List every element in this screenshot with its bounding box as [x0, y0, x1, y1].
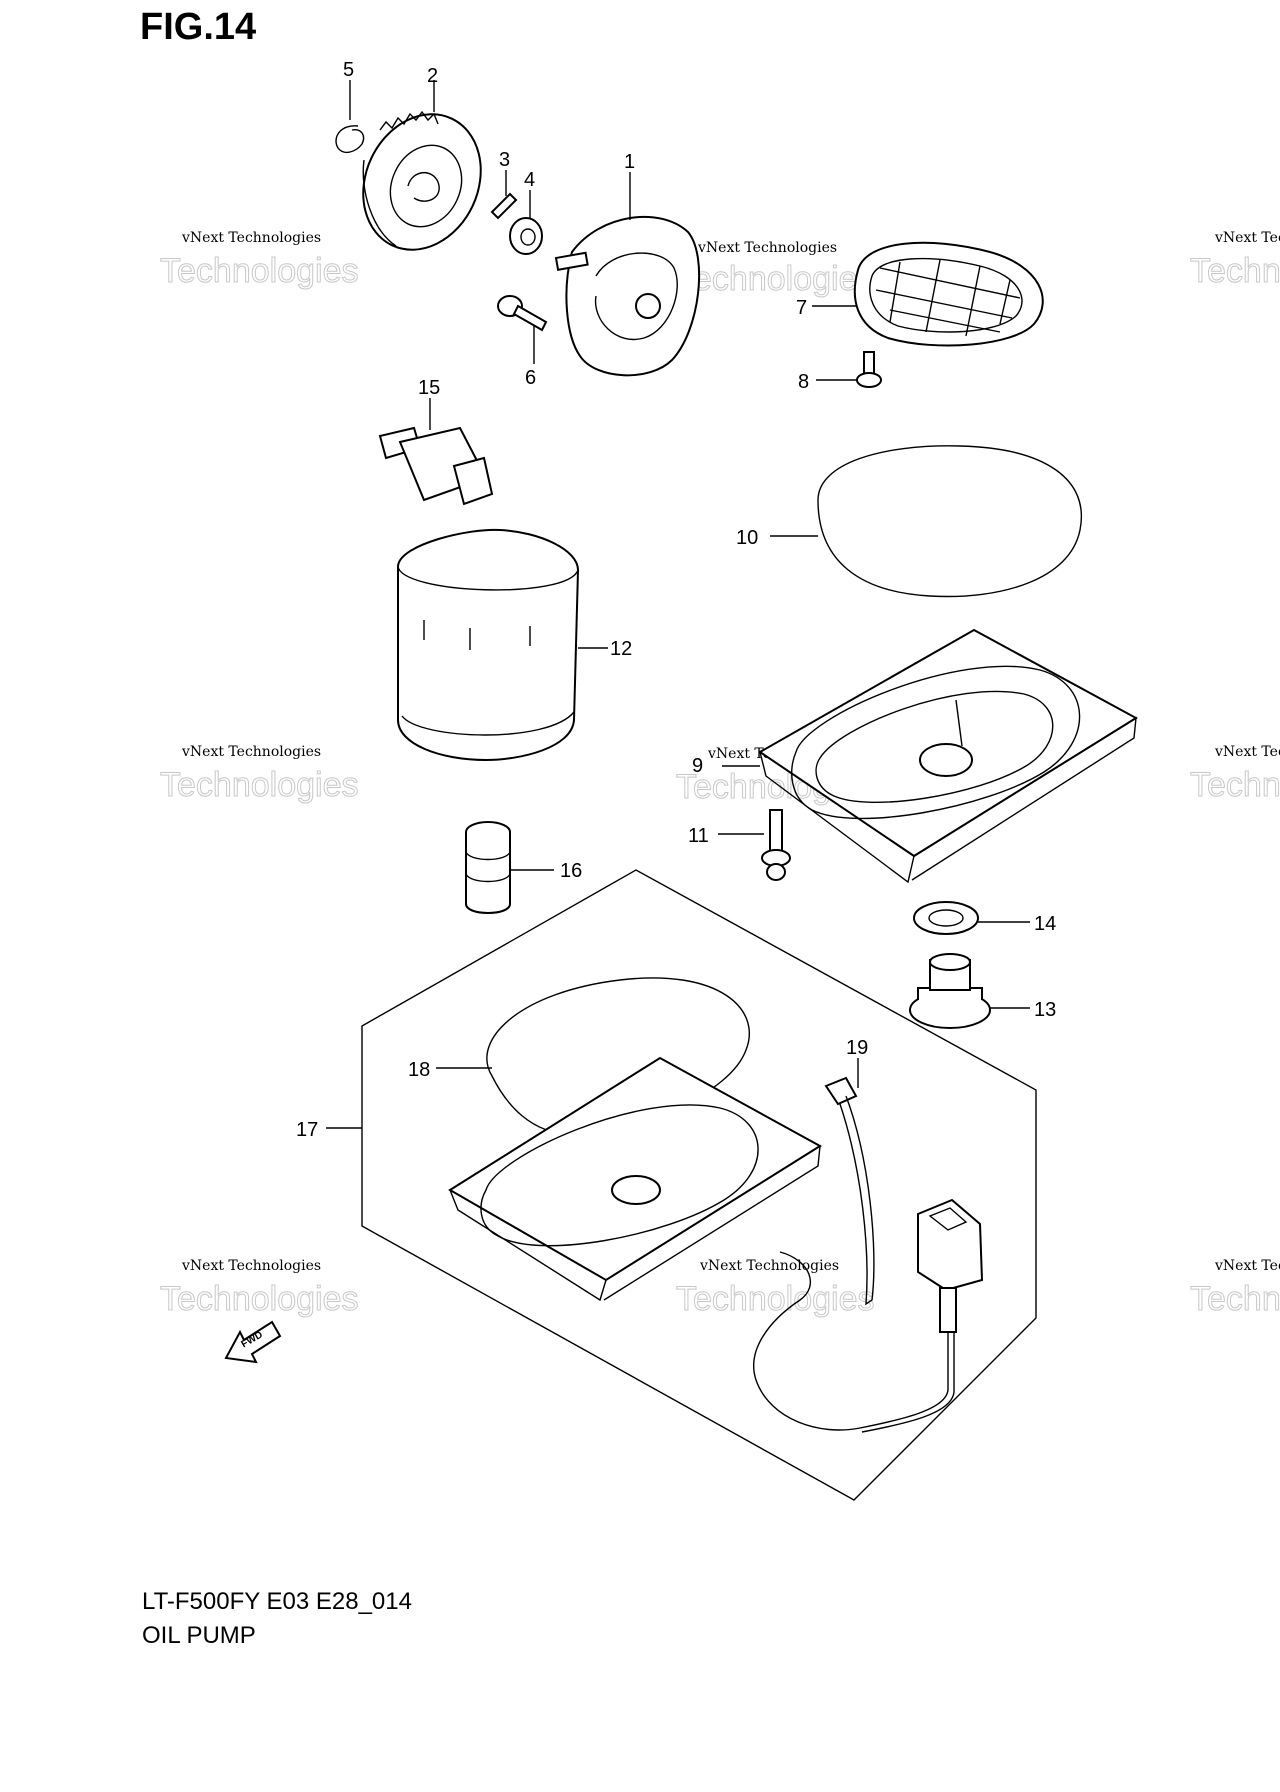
- part-17-kit-box: [326, 869, 1037, 1501]
- callout-9: 9: [692, 755, 703, 777]
- callout-5: 5: [343, 59, 354, 81]
- watermark: vNext Technologies Technologies: [676, 240, 875, 299]
- part-12-oil-filter: [397, 528, 608, 762]
- callout-3: 3: [499, 149, 510, 171]
- fwd-arrow-icon: FWD: [224, 1320, 282, 1364]
- watermark: vNext Technologies Technologies: [160, 230, 359, 291]
- part-3-pin: [490, 170, 518, 220]
- part-2-gear: [362, 80, 482, 251]
- callout-12: 12: [610, 638, 632, 660]
- kit-oil-pan: [448, 1056, 822, 1302]
- svg-text:vNext Technologies: vNext Technologies: [181, 1258, 321, 1274]
- part-19-clamp: [824, 1058, 875, 1306]
- callout-14: 14: [1034, 913, 1056, 935]
- callout-4: 4: [524, 169, 535, 191]
- callout-11: 11: [688, 825, 709, 847]
- part-13-drain-plug: [909, 953, 1030, 1029]
- callout-19: 19: [846, 1037, 868, 1059]
- part-8-bolt: [816, 351, 882, 388]
- callout-6: 6: [525, 367, 536, 389]
- part-14-gasket: [913, 901, 1030, 935]
- callout-18: 18: [408, 1059, 430, 1081]
- svg-text:Technologies: Technologies: [160, 252, 358, 290]
- part-11-bolt: [718, 809, 791, 881]
- svg-text:Technologies: Technologies: [676, 1280, 874, 1318]
- callout-8: 8: [798, 371, 809, 393]
- watermark: vNext Technologies Technologies: [1190, 744, 1280, 805]
- callout-16: 16: [560, 860, 582, 882]
- part-16-damper: [465, 821, 554, 914]
- model-code: LT-F500FY E03 E28_014: [142, 1588, 412, 1615]
- part-7-strainer: [812, 241, 1044, 347]
- callout-13: 13: [1034, 999, 1056, 1021]
- callout-10: 10: [736, 527, 758, 549]
- svg-text:Technologies: Technologies: [1190, 252, 1280, 290]
- watermark: vNext Technologies Technologies: [160, 1258, 359, 1319]
- svg-text:vNext Technologies: vNext Technologies: [1214, 230, 1280, 246]
- part-5-circlip: [335, 80, 365, 154]
- part-4-washer: [509, 190, 543, 255]
- watermark: vNext Technologies Technologies: [160, 744, 359, 805]
- part-15-pressure-switch: [378, 398, 494, 506]
- diagram-name: OIL PUMP: [142, 1622, 256, 1649]
- svg-text:Technologies: Technologies: [1190, 1280, 1280, 1318]
- callout-17: 17: [296, 1119, 318, 1141]
- svg-text:vNext Technologies: vNext Technologies: [181, 744, 321, 760]
- callout-7: 7: [796, 297, 807, 319]
- watermark: vNext Technologies Technologies: [676, 1258, 875, 1319]
- part-9-oil-pan: [722, 628, 1138, 884]
- watermark: vNext Technologies Technologies: [1190, 230, 1280, 291]
- callout-1: 1: [624, 151, 635, 173]
- svg-text:Technologies: Technologies: [160, 766, 358, 804]
- svg-text:vNext Technologies: vNext Technologies: [1214, 1258, 1280, 1274]
- svg-text:vNext Technologies: vNext Technologies: [181, 230, 321, 246]
- svg-text:Technologies: Technologies: [160, 1280, 358, 1318]
- part-6-bolt: [497, 295, 548, 364]
- svg-text:Technologies: Technologies: [1190, 766, 1280, 804]
- callout-labels: 5 2 3 4 1 7 8 6 15 10 12 9 11 16 14 13 1…: [296, 59, 1056, 1141]
- part-10-o-ring: [770, 445, 1083, 598]
- svg-text:Technologies: Technologies: [676, 260, 874, 298]
- svg-text:vNext Technologies: vNext Technologies: [699, 1258, 839, 1274]
- watermark: vNext Technologies Technologies: [1190, 1258, 1280, 1319]
- svg-text:vNext Technologies: vNext Technologies: [1214, 744, 1280, 760]
- watermarks: vNext Technologies Technologies vNext Te…: [160, 230, 1280, 1319]
- callout-2: 2: [427, 65, 438, 87]
- part-1-oil-pump: [554, 172, 701, 377]
- svg-text:vNext Technologies: vNext Technologies: [697, 240, 837, 256]
- callout-15: 15: [418, 377, 440, 399]
- kit-sensor-cable: [753, 1198, 984, 1433]
- figure-title: FIG.14: [140, 6, 257, 48]
